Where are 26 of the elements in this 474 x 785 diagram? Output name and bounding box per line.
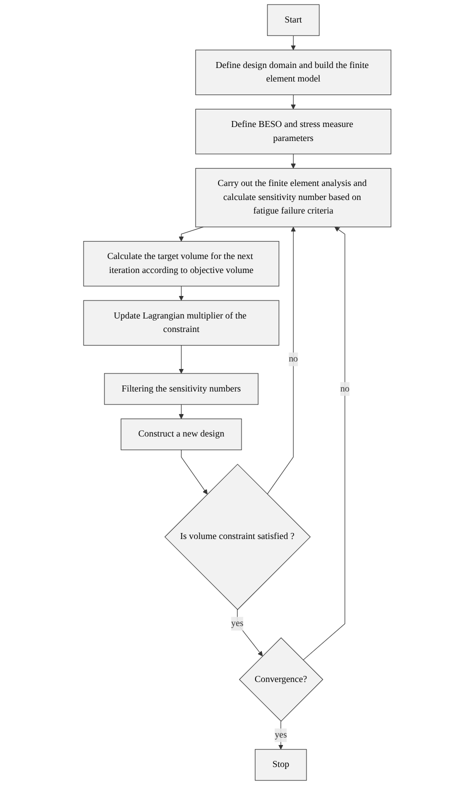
node-diamond: Is volume constraint satisfied ?	[164, 464, 310, 610]
node-box: Define BESO and stress measure parameters	[195, 108, 391, 154]
node-box: Calculate the target volume for the next iteration according to objective volume	[83, 241, 279, 286]
node-box: Carry out the finite element analysis and calculate sensitivity number based on fatigue failure criteria	[195, 168, 391, 228]
arrow	[302, 226, 345, 660]
node-box: Update Lagrangian multiplier of the constraint	[83, 300, 279, 346]
edge-label: yes	[274, 730, 287, 740]
edge-label: yes	[230, 618, 244, 628]
arrow	[178, 286, 184, 301]
node-box: Construct a new design	[120, 418, 242, 450]
arrow	[266, 226, 296, 494]
edge-label: no	[288, 354, 298, 364]
node-box: Stop	[254, 749, 306, 781]
arrow	[178, 226, 204, 242]
arrow	[178, 404, 184, 420]
node-diamond: Convergence?	[238, 637, 323, 722]
arrow	[178, 345, 184, 374]
arrow	[236, 609, 262, 656]
arrow	[290, 94, 296, 110]
arrow	[180, 450, 208, 494]
node-box: Define design domain and build the finite element model	[195, 50, 391, 96]
node-box: Start	[266, 4, 320, 36]
arrow	[290, 35, 296, 50]
arrow	[290, 154, 296, 169]
edge-label: no	[340, 384, 350, 394]
node-box: Filtering the sensitivity numbers	[104, 373, 258, 405]
